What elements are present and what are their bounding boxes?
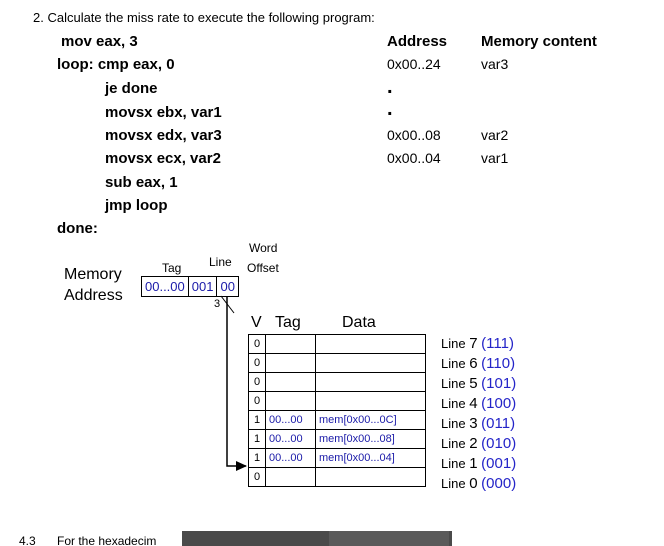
tag-cell bbox=[265, 353, 316, 373]
valid-bit: 0 bbox=[248, 334, 266, 354]
data-cell: mem[0x00...08] bbox=[315, 429, 426, 449]
ellipsis-dot: . bbox=[387, 98, 393, 120]
question-text: 2. Calculate the miss rate to execute th… bbox=[33, 10, 375, 25]
line-label-4: Line 4 (100) bbox=[441, 395, 517, 412]
offset-label: Offset bbox=[247, 261, 279, 275]
memory-content-header: Memory content bbox=[481, 33, 597, 50]
data-cell bbox=[315, 372, 426, 392]
valid-bit: 0 bbox=[248, 391, 266, 411]
tag-header: Tag bbox=[275, 314, 301, 331]
code-line-movsx-edx: movsx edx, var3 bbox=[105, 127, 222, 144]
address-cell: 0x00..04 bbox=[387, 150, 441, 166]
v-header: V bbox=[251, 314, 262, 331]
data-cell bbox=[315, 391, 426, 411]
data-header: Data bbox=[342, 314, 376, 331]
width-mark: 3 bbox=[214, 298, 221, 310]
cache-line-labels: Line 7 (111) Line 6 (110) Line 5 (101) L… bbox=[441, 334, 516, 494]
tag-cell: 00...00 bbox=[265, 448, 316, 468]
address-cell: 0x00..24 bbox=[387, 56, 441, 72]
table-row: 0 bbox=[248, 334, 426, 354]
valid-bit: 0 bbox=[248, 467, 266, 487]
valid-bit: 1 bbox=[248, 448, 266, 468]
valid-bit: 1 bbox=[248, 410, 266, 430]
tag-cell bbox=[265, 467, 316, 487]
content-cell: var3 bbox=[481, 56, 509, 72]
line-label-5: Line 5 (101) bbox=[441, 375, 517, 392]
overlay-bar-segment bbox=[329, 531, 449, 546]
memory-address-label-1: Memory bbox=[64, 266, 122, 283]
offset-field: 00 bbox=[220, 279, 235, 294]
word-label: Word bbox=[249, 241, 278, 255]
valid-bit: 0 bbox=[248, 372, 266, 392]
code-line-sub: sub eax, 1 bbox=[105, 174, 178, 191]
table-row: 0 bbox=[248, 353, 426, 373]
tag-cell bbox=[265, 334, 316, 354]
tag-cell bbox=[265, 372, 316, 392]
tag-cell: 00...00 bbox=[265, 429, 316, 449]
table-row: 0 bbox=[248, 391, 426, 411]
data-cell bbox=[315, 334, 426, 354]
address-fields-box: 00...00 001 00 bbox=[141, 276, 239, 297]
code-line-loop: loop: cmp eax, 0 bbox=[57, 56, 175, 73]
line-label-6: Line 6 (110) bbox=[441, 355, 516, 372]
code-line-movsx-ecx: movsx ecx, var2 bbox=[105, 150, 221, 167]
data-cell: mem[0x00...04] bbox=[315, 448, 426, 468]
tag-cell: 00...00 bbox=[265, 410, 316, 430]
table-row: 0 bbox=[248, 467, 426, 487]
data-cell bbox=[315, 467, 426, 487]
tag-cell bbox=[265, 391, 316, 411]
address-header: Address bbox=[387, 33, 448, 50]
data-cell bbox=[315, 353, 426, 373]
ellipsis-dot: . bbox=[387, 76, 393, 98]
content-cell: var1 bbox=[481, 150, 509, 166]
line-label-7: Line 7 (111) bbox=[441, 335, 514, 352]
valid-bit: 0 bbox=[248, 353, 266, 373]
code-line-je: je done bbox=[105, 80, 158, 97]
tag-field: 00...00 bbox=[142, 277, 189, 296]
line-label: Line bbox=[209, 255, 232, 269]
content-cell: var2 bbox=[481, 127, 509, 143]
tag-label: Tag bbox=[162, 261, 182, 275]
data-cell: mem[0x00...0C] bbox=[315, 410, 426, 430]
code-line-movsx-ebx: movsx ebx, var1 bbox=[105, 104, 222, 121]
code-line-done: done: bbox=[57, 220, 98, 237]
memory-address-label-2: Address bbox=[64, 287, 123, 304]
code-line-jmp: jmp loop bbox=[105, 197, 168, 214]
address-cell: 0x00..08 bbox=[387, 127, 441, 143]
line-label-3: Line 3 (011) bbox=[441, 415, 516, 432]
line-label-1: Line 1 (001) bbox=[441, 455, 517, 472]
line-field: 001 bbox=[189, 277, 218, 296]
footer-number: 4.3 bbox=[19, 536, 36, 546]
table-row: 0 bbox=[248, 372, 426, 392]
footer-text: For the hexadecim bbox=[57, 536, 157, 546]
line-label-0: Line 0 (000) bbox=[441, 475, 517, 492]
code-line-mov: mov eax, 3 bbox=[61, 33, 138, 50]
line-label-2: Line 2 (010) bbox=[441, 435, 517, 452]
valid-bit: 1 bbox=[248, 429, 266, 449]
